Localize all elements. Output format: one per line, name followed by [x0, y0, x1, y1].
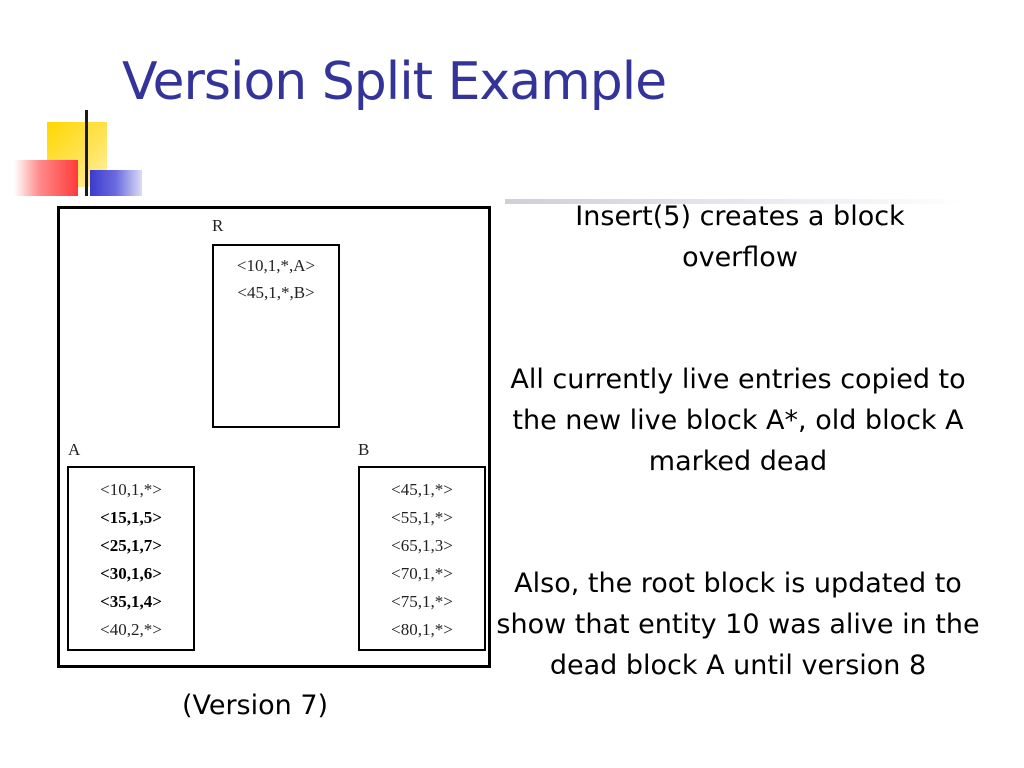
note-root-update: Also, the root block is updated to show … [496, 568, 980, 681]
block-r-entries: <10,1,*,A> <45,1,*,B> [214, 246, 338, 306]
logo-blue-bar [90, 170, 142, 196]
block-b-entries: <45,1,*> <55,1,*> <65,1,3> <70,1,*> <75,… [360, 468, 484, 644]
block-r: <10,1,*,A> <45,1,*,B> [212, 244, 340, 428]
block-a-entry-6: <40,2,*> [100, 620, 162, 639]
diagram-caption: (Version 7) [181, 690, 329, 721]
note-copy-entries: All currently live entries copied to the… [510, 364, 966, 477]
block-a-entry-4: <30,1,6> [100, 564, 162, 583]
block-b-entry-5: <75,1,*> [391, 592, 453, 611]
block-r-label: R [212, 216, 224, 235]
block-a-entry-5: <35,1,4> [100, 592, 162, 611]
block-b-entry-1: <45,1,*> [391, 480, 453, 499]
block-b: <45,1,*> <55,1,*> <65,1,3> <70,1,*> <75,… [358, 466, 486, 651]
block-b-entry-4: <70,1,*> [391, 564, 453, 583]
block-a-entry-2: <15,1,5> [100, 508, 162, 527]
block-b-label: B [358, 440, 370, 459]
block-b-entry-3: <65,1,3> [391, 536, 453, 555]
block-a-entry-1: <10,1,*> [100, 480, 162, 499]
block-a-entries: <10,1,*> <15,1,5> <25,1,7> <30,1,6> <35,… [69, 468, 193, 644]
note-overflow: Insert(5) creates a block overflow [575, 201, 905, 273]
block-r-entry-2: <45,1,*,B> [237, 283, 315, 302]
block-a-label: A [68, 440, 81, 459]
logo-red-bar [14, 160, 78, 196]
block-a-entry-3: <25,1,7> [100, 536, 162, 555]
slide-title: Version Split Example [122, 52, 667, 112]
block-b-entry-6: <80,1,*> [391, 620, 453, 639]
title-divider [505, 199, 965, 204]
block-a: <10,1,*> <15,1,5> <25,1,7> <30,1,6> <35,… [67, 466, 195, 651]
block-r-entry-1: <10,1,*,A> [236, 256, 316, 275]
logo-vertical-line [85, 110, 88, 196]
block-b-entry-2: <55,1,*> [391, 508, 453, 527]
